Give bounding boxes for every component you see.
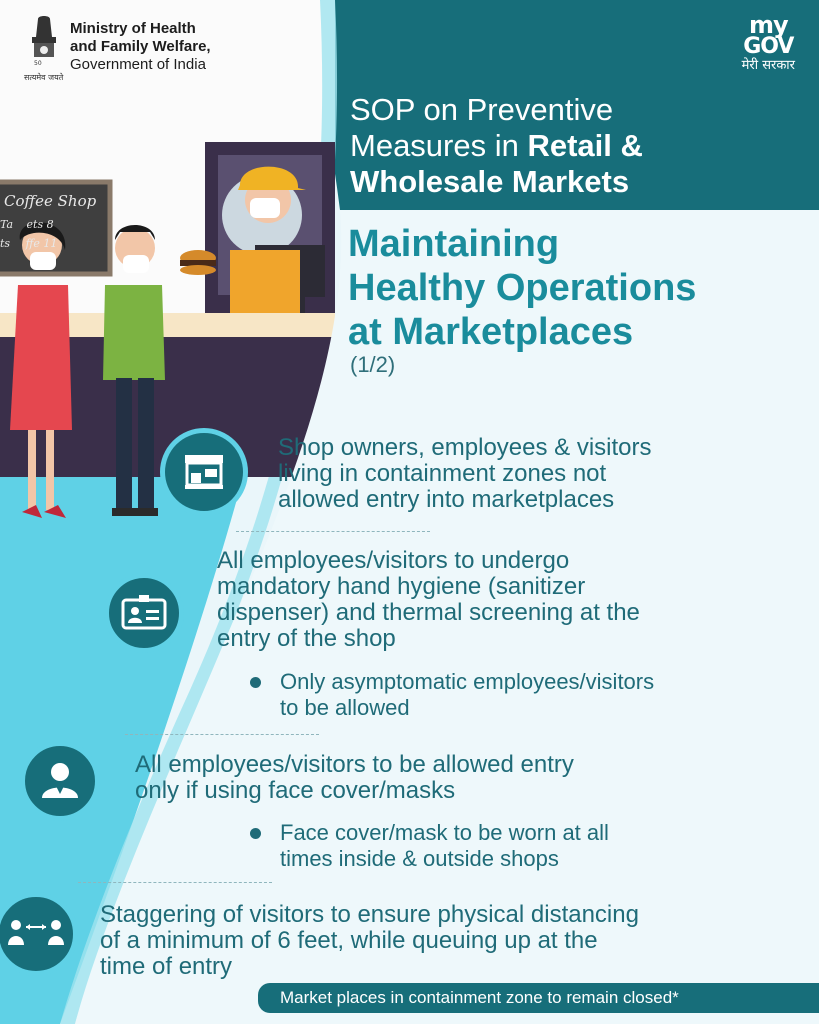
separator-3 — [78, 882, 272, 883]
ministry-line1: Ministry of Health — [70, 20, 196, 37]
point-icon-4 — [0, 892, 78, 976]
point-2-line3: dispenser) and thermal screening at the — [217, 599, 640, 626]
point-2-line2: mandatory hand hygiene (sanitizer — [217, 573, 586, 600]
title-line2-light: Measures in — [350, 128, 528, 163]
page-subtitle: Maintaining Healthy Operations at Market… — [348, 222, 696, 354]
mygov-tagline: मेरी सरकार — [741, 58, 795, 73]
svg-text:50: 50 — [34, 60, 42, 67]
state-emblem: 50 सत्यमेव जयते — [24, 15, 64, 82]
ministry-name: Ministry of Health and Family Welfare, G… — [70, 20, 211, 74]
point-1-text: Shop owners, employees & visitors living… — [278, 435, 652, 513]
point-2-text: All employees/visitors to undergo mandat… — [217, 548, 640, 652]
emblem-motto: सत्यमेव जयते — [24, 73, 64, 82]
point-3-line2: only if using face cover/masks — [135, 777, 456, 804]
title-line1: SOP on Preventive — [350, 92, 614, 127]
point-3-bullet-line2: times inside & outside shops — [280, 846, 559, 871]
ministry-line3: Government of India — [70, 56, 206, 73]
sign-row1-a: Ta — [0, 218, 14, 231]
market-stall-icon — [185, 455, 223, 489]
point-3-bullet: Face cover/mask to be worn at all times … — [250, 820, 609, 872]
social-distancing-icon — [8, 920, 64, 945]
page-title: SOP on Preventive Measures in Retail & W… — [350, 92, 643, 200]
point-4-line3: time of entry — [100, 953, 233, 980]
point-2-bullet-line1: Only asymptomatic employees/visitors — [280, 669, 655, 694]
coffee-sign-text: Coffee Shop Ta ets 8 ts ffe 11 — [0, 192, 110, 250]
bullet-dot — [250, 677, 261, 688]
subtitle-line2: Healthy Operations — [348, 267, 697, 309]
subtitle-line1: Maintaining — [348, 223, 560, 265]
id-card-icon — [121, 595, 167, 630]
mygov-gov: GOV — [743, 34, 794, 59]
point-1-line2: living in containment zones not — [278, 460, 607, 487]
point-4-text: Staggering of visitors to ensure physica… — [100, 902, 639, 980]
separator-2 — [125, 734, 319, 735]
point-icon-2 — [104, 573, 184, 653]
part-indicator: (1/2) — [350, 352, 396, 377]
separator-1 — [236, 531, 430, 532]
point-2-line1: All employees/visitors to undergo — [217, 547, 570, 574]
person-icon — [42, 763, 78, 798]
point-4-line2: of a minimum of 6 feet, while queuing up… — [100, 927, 598, 954]
point-2-bullet-line2: to be allowed — [280, 695, 410, 720]
point-4-line1: Staggering of visitors to ensure physica… — [100, 901, 639, 928]
mygov-logo: my GOV मेरी सरकार — [741, 11, 795, 74]
woman-figure — [10, 285, 72, 430]
sign-title: Coffee Shop — [4, 192, 97, 210]
sign-row2-a: ts — [0, 237, 11, 250]
header-band — [292, 0, 819, 210]
point-1-line1: Shop owners, employees & visitors — [278, 434, 652, 461]
point-3-text: All employees/visitors to be allowed ent… — [135, 752, 574, 804]
man-figure — [103, 285, 165, 380]
emblem-icon: 50 — [32, 16, 56, 67]
point-3-bullet-line1: Face cover/mask to be worn at all — [280, 820, 609, 845]
sign-row1-b: ets 8 — [26, 218, 54, 231]
point-2-line4: entry of the shop — [217, 625, 396, 652]
sign-row2-b: ffe 11 — [25, 237, 58, 250]
point-icon-1 — [160, 428, 248, 516]
subtitle-line3: at Marketplaces — [348, 311, 634, 353]
footer-note: Market places in containment zone to rem… — [258, 983, 819, 1013]
content-panel — [75, 210, 819, 1024]
title-line3: Wholesale Markets — [350, 164, 630, 199]
point-2-bullet: Only asymptomatic employees/visitors to … — [250, 669, 654, 721]
bullet-dot — [250, 828, 261, 839]
point-icon-3 — [20, 741, 100, 821]
point-1-line3: allowed entry into marketplaces — [278, 486, 615, 513]
mygov-my: my — [748, 11, 789, 39]
ministry-line2: and Family Welfare, — [70, 38, 211, 55]
point-3-line1: All employees/visitors to be allowed ent… — [135, 751, 574, 778]
title-line2-bold: Retail & — [527, 128, 643, 163]
